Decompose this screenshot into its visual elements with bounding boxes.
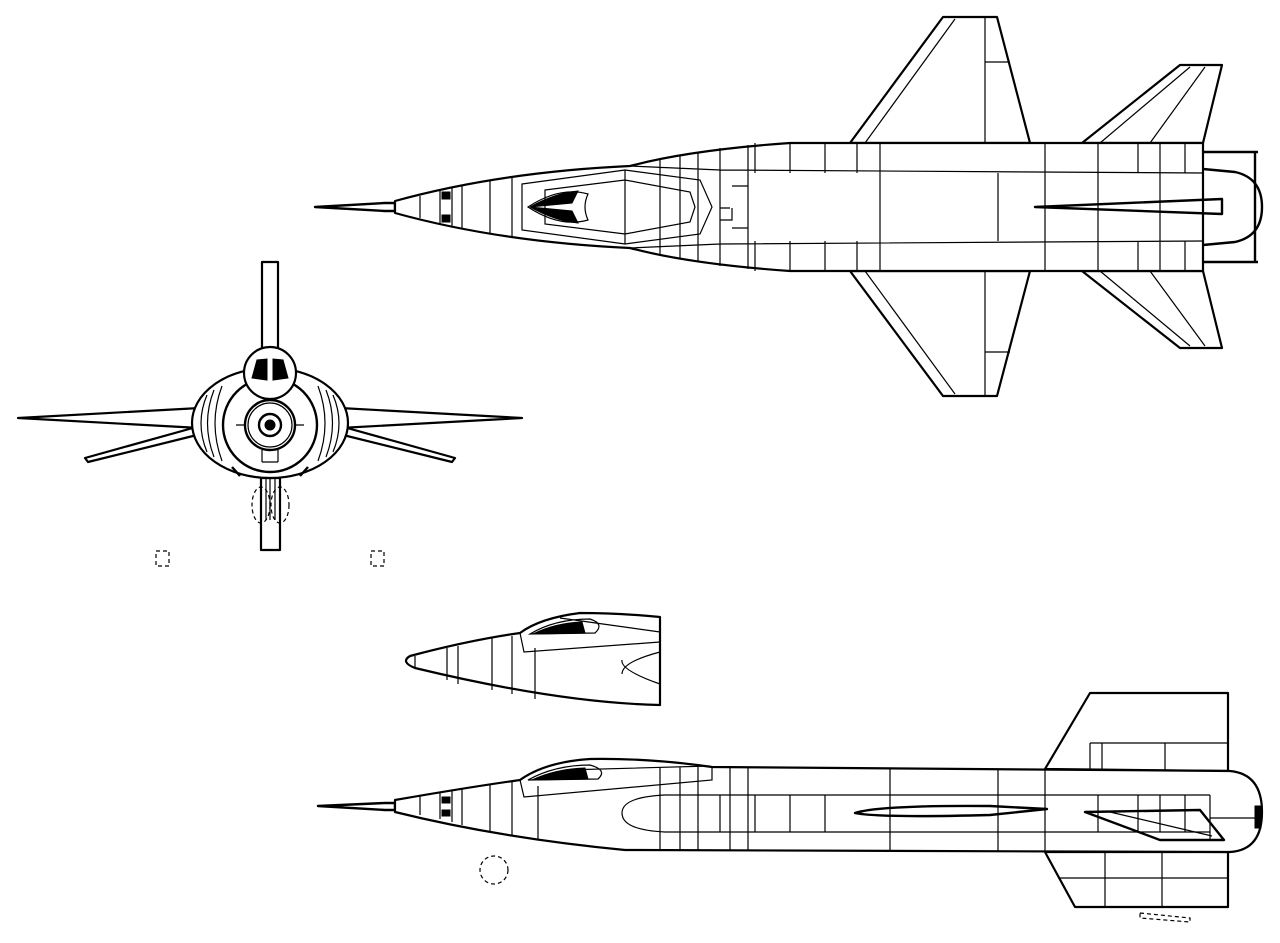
top-view — [313, 15, 1264, 398]
front-canopy — [242, 345, 298, 401]
side-fuselage-lines — [419, 765, 1262, 852]
side-stabilizer-line — [1109, 811, 1213, 837]
side-view — [316, 691, 1264, 923]
top-fuselage-lines — [419, 143, 1204, 271]
top-exhaust — [1202, 167, 1264, 247]
side-vertical-tail-lines — [1089, 742, 1228, 771]
side-ventral-fin — [1043, 850, 1230, 909]
nose-detail-canopy-window — [532, 621, 586, 635]
top-canopy-frame — [521, 169, 713, 245]
front-nozzle-core — [264, 419, 276, 431]
side-nose-marks-2 — [441, 809, 451, 817]
side-skid-dashed-circle — [479, 855, 509, 885]
side-probe — [316, 801, 397, 812]
side-fuselage — [393, 757, 1264, 854]
side-vertical-tail — [1043, 691, 1230, 773]
front-gear-dashed-left — [251, 486, 271, 524]
top-wing-upper-detail — [864, 17, 1010, 144]
top-stabilizer-upper-detail — [1099, 66, 1206, 144]
top-wing-upper — [848, 15, 1032, 145]
front-stabilizer-right — [333, 424, 457, 464]
top-canopy-windows — [529, 190, 579, 224]
side-nose-marks — [441, 796, 451, 804]
top-stabilizer-lower — [1080, 269, 1224, 350]
front-wing-left — [16, 406, 202, 430]
front-view — [16, 260, 524, 567]
side-nozzle-cap — [1254, 805, 1262, 829]
front-fairing-ribs — [200, 385, 340, 462]
top-nose-marks — [441, 191, 451, 200]
front-canopy-windows — [251, 358, 289, 381]
side-ventral-fin-lines — [1058, 839, 1228, 907]
top-nose-marks-2 — [441, 214, 451, 223]
top-nozzle — [1203, 150, 1258, 264]
top-stabilizer-upper — [1080, 63, 1224, 145]
front-engine-ring-inner — [247, 402, 293, 448]
nose-detail-lines — [414, 617, 661, 699]
front-skid-right-dashed — [370, 550, 385, 567]
side-tunnel — [621, 794, 1210, 833]
side-skid-dashed — [1139, 912, 1191, 923]
front-lower-tabs — [231, 466, 309, 477]
front-nozzle-ring — [257, 412, 283, 438]
front-stabilizer-left — [83, 424, 207, 464]
top-wing-lower-detail — [864, 270, 1010, 396]
top-stabilizer-lower-detail — [1099, 270, 1206, 347]
nose-detail-outline — [404, 611, 662, 707]
side-canopy-window — [531, 767, 589, 781]
front-upper-fin — [260, 260, 280, 359]
front-skid-left-dashed — [155, 550, 170, 567]
top-dorsal-fin — [1033, 197, 1224, 216]
front-engine-lines — [236, 424, 304, 463]
top-canopy-glass — [526, 191, 589, 223]
front-wing-right — [338, 406, 524, 430]
side-wing-fairing — [853, 804, 1049, 818]
side-horizontal-stabilizer — [1083, 808, 1226, 842]
side-canopy — [527, 764, 603, 781]
front-gear-dashed-right — [270, 486, 290, 524]
nose-detail-canopy — [527, 618, 600, 635]
nose-detail-side-view — [404, 611, 662, 707]
top-fuselage — [393, 141, 1205, 273]
top-wing-lower — [848, 269, 1032, 398]
top-probe — [313, 201, 397, 213]
